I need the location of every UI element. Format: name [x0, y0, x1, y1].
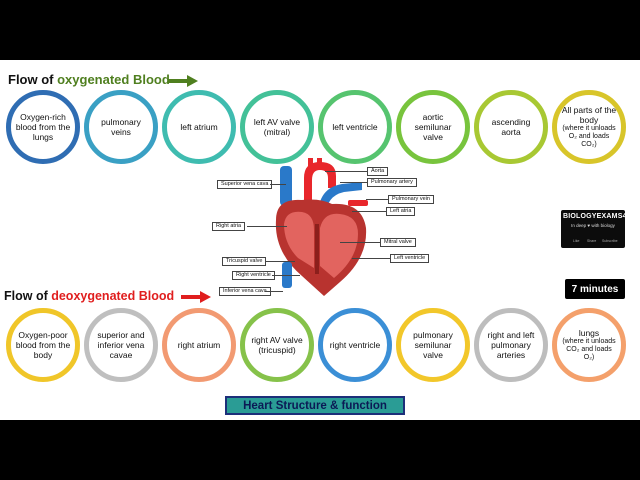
- deoxygenated-step-5: right ventricle: [318, 308, 392, 382]
- oxygenated-step-1: Oxygen-rich blood from the lungs: [6, 90, 80, 164]
- deoxygenated-step-8-note: (where it unloads CO₂ and loads O₂): [562, 338, 616, 361]
- oxygenated-step-6-text: aortic semilunar valve: [414, 112, 452, 142]
- deoxygenated-step-3: right atrium: [162, 308, 236, 382]
- leader-right-atria: [247, 226, 287, 227]
- brand-share[interactable]: Share: [587, 239, 597, 243]
- aorta-branch-2: [317, 158, 322, 166]
- pulmonary-vein-vessel: [348, 200, 368, 206]
- channel-brand-badge[interactable]: BIOLOGYEXAMS4U In deep ♥ with biology Li…: [561, 210, 632, 248]
- deoxygenated-step-1: Oxygen-poor blood from the body: [6, 308, 80, 382]
- deoxygenated-step-1-text: Oxygen-poor blood from the body: [15, 330, 71, 360]
- deoxygenated-step-7-text: right and left pulmonary arteries: [487, 330, 535, 360]
- red-arrow-icon: [181, 291, 211, 303]
- oxygenated-title-highlight: oxygenated Blood: [57, 72, 170, 87]
- pulmonary-artery-vessel: [318, 182, 362, 216]
- brand-like[interactable]: Like: [573, 239, 580, 243]
- leader-inferior-vena-cava: [265, 291, 283, 292]
- leader-left-atria: [352, 211, 386, 212]
- oxygenated-step-5-text: left ventricle: [332, 122, 378, 132]
- deoxygenated-step-7: right and left pulmonary arteries: [474, 308, 548, 382]
- oxygenated-title-prefix: Flow of: [8, 72, 58, 87]
- label-inferior-vena-cava: Inferior vena cava: [219, 287, 271, 296]
- aorta-branch-1: [308, 158, 313, 170]
- oxygenated-step-7: ascending aorta: [474, 90, 548, 164]
- left-chamber: [320, 213, 358, 278]
- brand-tagline: In deep ♥ with biology: [571, 223, 615, 228]
- leader-pulmonary-artery: [340, 182, 367, 183]
- oxygenated-step-4-text: left AV valve (mitral): [253, 117, 301, 137]
- leader-aorta: [325, 171, 367, 172]
- oxygenated-step-8-text: All parts of the body: [561, 105, 617, 125]
- deoxygenated-step-4-text: right AV valve (tricuspid): [251, 335, 303, 355]
- deoxygenated-step-3-text: right atrium: [177, 340, 221, 350]
- duration-badge: 7 minutes: [565, 279, 625, 299]
- deoxygenated-step-4: right AV valve (tricuspid): [240, 308, 314, 382]
- deoxygenated-step-2-text: superior and inferior vena cavae: [97, 330, 145, 360]
- oxygenated-step-3-text: left atrium: [180, 122, 218, 132]
- label-left-ventricle: Left ventricle: [390, 254, 430, 263]
- deoxygenated-title-highlight: deoxygenated Blood: [51, 289, 175, 303]
- slide-canvas: Flow of oxygenated Blood Oxygen-rich blo…: [0, 60, 640, 420]
- green-arrow-icon: [168, 75, 198, 87]
- leader-tricuspid-valve: [265, 261, 295, 262]
- oxygenated-step-2-text: pulmonary veins: [101, 117, 141, 137]
- label-tricuspid-valve: Tricuspid valve: [222, 257, 267, 266]
- brand-subscribe[interactable]: Subscribe: [602, 239, 618, 243]
- label-right-atria: Right atria: [212, 222, 246, 231]
- label-right-ventricle: Right ventricle: [232, 271, 275, 280]
- oxygenated-step-3: left atrium: [162, 90, 236, 164]
- leader-right-ventricle: [272, 275, 300, 276]
- deoxygenated-flow-title: Flow of deoxygenated Blood: [4, 289, 174, 303]
- leader-mitral-valve: [340, 242, 380, 243]
- oxygenated-step-2: pulmonary veins: [84, 90, 158, 164]
- oxygenated-step-7-text: ascending aorta: [491, 117, 531, 137]
- label-superior-vena-cava: Superior vena cava: [217, 180, 273, 189]
- oxygenated-step-8-note: (where it unloads O₂ and loads CO₂): [562, 125, 616, 148]
- deoxygenated-step-8: lungs(where it unloads CO₂ and loads O₂): [552, 308, 626, 382]
- deoxygenated-flow-row: Oxygen-poor blood from the body superior …: [0, 308, 640, 382]
- oxygenated-step-1-text: Oxygen-rich blood from the lungs: [15, 112, 71, 142]
- oxygenated-step-5: left ventricle: [318, 90, 392, 164]
- superior-vena-cava-vessel: [280, 166, 292, 206]
- leader-superior-vena-cava: [270, 184, 286, 185]
- label-pulmonary-vein: Pulmonary vein: [388, 195, 434, 204]
- deoxygenated-title-prefix: Flow of: [4, 289, 52, 303]
- label-left-atria: Left atria: [386, 207, 416, 216]
- oxygenated-flow-row: Oxygen-rich blood from the lungs pulmonar…: [0, 90, 640, 164]
- deoxygenated-step-6-text: pulmonary semilunar valve: [413, 330, 453, 360]
- oxygenated-step-8: All parts of the body(where it unloads O…: [552, 90, 626, 164]
- leader-pulmonary-vein: [366, 199, 388, 200]
- label-pulmonary-artery: Pulmonary artery: [367, 178, 417, 187]
- deoxygenated-step-5-text: right ventricle: [329, 340, 381, 350]
- oxygenated-step-6: aortic semilunar valve: [396, 90, 470, 164]
- brand-name: BIOLOGYEXAMS4U: [563, 213, 632, 220]
- heart-diagram: [275, 158, 368, 296]
- oxygenated-flow-title: Flow of oxygenated Blood: [8, 72, 170, 87]
- deoxygenated-step-6: pulmonary semilunar valve: [396, 308, 470, 382]
- label-mitral-valve: Mitral valve: [380, 238, 416, 247]
- topic-label: Heart Structure & function: [225, 396, 405, 415]
- oxygenated-step-4: left AV valve (mitral): [240, 90, 314, 164]
- leader-left-ventricle: [352, 258, 390, 259]
- label-aorta: Aorta: [367, 167, 389, 176]
- right-chamber: [284, 211, 314, 268]
- deoxygenated-step-8-text: lungs: [578, 328, 600, 338]
- septum: [315, 224, 319, 274]
- deoxygenated-step-2: superior and inferior vena cavae: [84, 308, 158, 382]
